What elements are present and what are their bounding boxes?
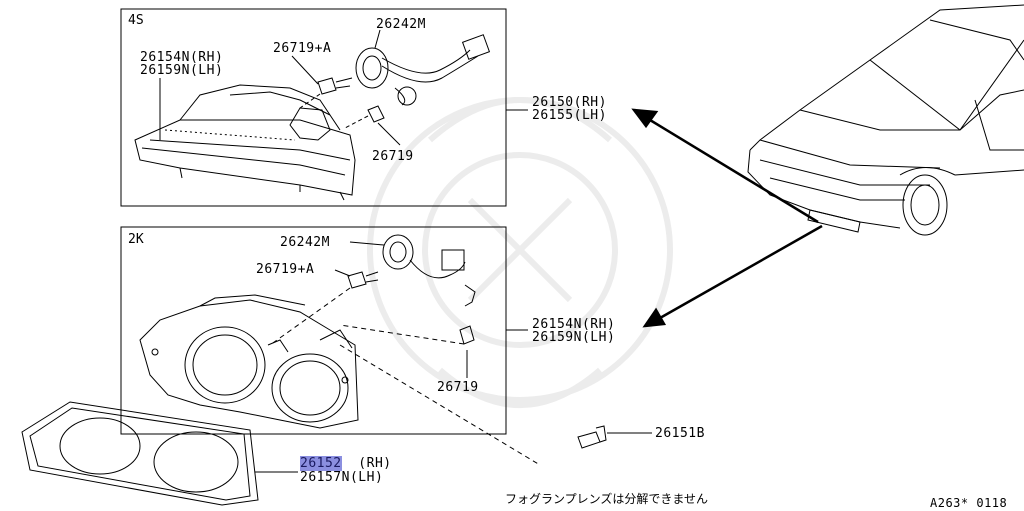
part-number-26155-lh[interactable]: 26155(LH) <box>532 108 607 123</box>
bottom-leader-lines <box>255 241 652 473</box>
part-number-26154n-rh[interactable]: 26154N(RH) <box>532 317 616 332</box>
part-number-26152-highlighted[interactable]: 26152 <box>300 456 342 471</box>
box-2k-title: 2K <box>128 232 144 247</box>
top-leader-lines <box>159 29 401 146</box>
part-number-26152-side: (RH) <box>358 456 392 471</box>
part-number-26719a-bottom[interactable]: 26719+A <box>256 262 315 277</box>
part-number-26242m-top[interactable]: 26242M <box>376 17 426 32</box>
bottom-bulb-parts <box>269 234 607 466</box>
part-number-26719a-top[interactable]: 26719+A <box>273 41 332 56</box>
fog-lamp-finisher <box>21 401 259 506</box>
watermark-logo <box>367 97 673 408</box>
part-number-26159n-lh-top[interactable]: 26159N(LH) <box>140 63 224 78</box>
part-number-26157n-lh[interactable]: 26157N(LH) <box>300 470 384 485</box>
finisher-label: 26152 (RH) <box>300 456 392 471</box>
fog-lens-note: フォグランプレンズは分解できません <box>505 492 709 506</box>
part-number-26151b[interactable]: 26151B <box>655 426 705 441</box>
part-number-26242m-bottom[interactable]: 26242M <box>280 235 330 250</box>
box-2k <box>120 226 507 435</box>
top-bulb-parts <box>299 34 491 129</box>
part-number-26719-top[interactable]: 26719 <box>372 149 414 164</box>
part-number-26150-rh[interactable]: 26150(RH) <box>532 95 607 110</box>
pointer-arrows <box>631 108 823 328</box>
figure-code: A263* 0118 <box>930 496 1008 510</box>
part-number-26159n-lh[interactable]: 26159N(LH) <box>532 330 616 345</box>
box-4s <box>120 8 507 207</box>
part-number-26154n-rh-top[interactable]: 26154N(RH) <box>140 50 224 65</box>
assembly-brackets <box>506 109 528 331</box>
bottom-fog-lamp <box>139 294 359 429</box>
top-fog-housing <box>134 84 356 201</box>
car-illustration <box>747 4 1024 236</box>
part-number-26719-bottom[interactable]: 26719 <box>437 380 479 395</box>
box-4s-title: 4S <box>128 13 144 28</box>
